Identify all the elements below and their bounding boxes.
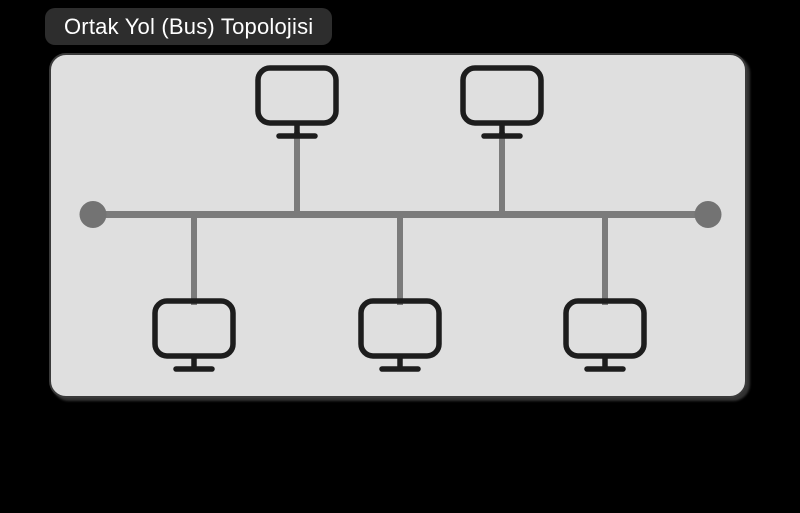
topology-panel bbox=[49, 53, 747, 398]
diagram-title: Ortak Yol (Bus) Topolojisi bbox=[64, 13, 314, 39]
diagram-title-chip: Ortak Yol (Bus) Topolojisi bbox=[45, 8, 333, 45]
